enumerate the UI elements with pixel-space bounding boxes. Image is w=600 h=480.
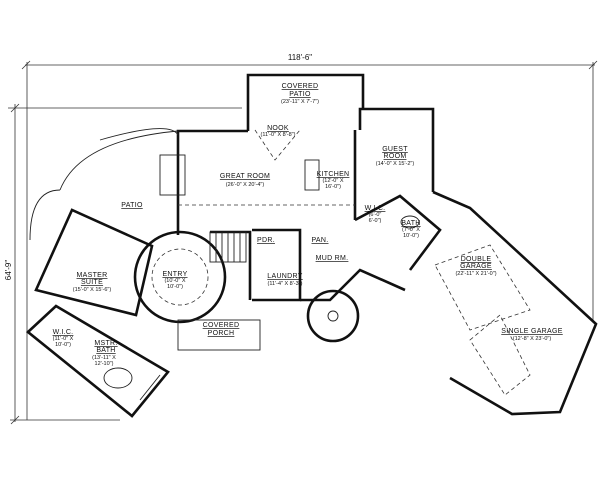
room-covered-patio: COVERED PATIO (23'-11" X 7'-7"): [281, 83, 319, 105]
room-bath: BATH (7'-0" X 10'-0"): [401, 220, 420, 239]
svg-text:(11'-0" X 8'-8"): (11'-0" X 8'-8"): [261, 132, 296, 138]
interior-lines: [29, 128, 531, 401]
svg-text:(10'-0" X: (10'-0" X: [164, 278, 185, 284]
svg-text:(11'-4" X 8'-3"): (11'-4" X 8'-3"): [268, 281, 303, 287]
svg-text:ENTRY: ENTRY: [162, 271, 187, 278]
svg-text:(26'-0" X 20'-4"): (26'-0" X 20'-4"): [226, 182, 265, 188]
svg-text:COVERED: COVERED: [282, 83, 319, 90]
svg-text:(22'-11" X 21'-0"): (22'-11" X 21'-0"): [455, 271, 496, 277]
svg-text:W.I.C.: W.I.C.: [365, 205, 386, 212]
room-pantry: PAN.: [311, 237, 328, 244]
dimension-lines: [8, 60, 598, 425]
room-entry: ENTRY (10'-0" X 10'-0"): [162, 271, 187, 290]
svg-text:12'-10"): 12'-10"): [95, 361, 114, 367]
svg-text:(23'-11" X 7'-7"): (23'-11" X 7'-7"): [281, 99, 319, 105]
svg-text:LAUNDRY: LAUNDRY: [267, 273, 302, 280]
svg-text:(14'-0" X 15'-2"): (14'-0" X 15'-2"): [376, 161, 415, 167]
room-master-suite: MASTER SUITE (15'-0" X 15'-6"): [73, 272, 112, 293]
svg-text:SINGLE GARAGE: SINGLE GARAGE: [501, 328, 563, 335]
svg-text:(12'-0" X: (12'-0" X: [322, 178, 343, 184]
svg-text:NOOK: NOOK: [267, 125, 289, 132]
svg-text:(6'-0": (6'-0": [369, 212, 382, 218]
svg-text:10'-0"): 10'-0"): [55, 342, 71, 348]
svg-text:16'-0"): 16'-0"): [325, 184, 341, 190]
svg-text:COVERED: COVERED: [203, 322, 240, 329]
room-mud-room: MUD RM.: [316, 255, 349, 262]
svg-text:SUITE: SUITE: [81, 279, 103, 286]
room-wic-master: W.I.C. (11'-0" X 10'-0"): [53, 329, 74, 348]
room-guest-room: GUEST ROOM (14'-0" X 15'-2"): [376, 146, 415, 167]
svg-text:GUEST: GUEST: [382, 146, 408, 153]
svg-text:(7'-0" X: (7'-0" X: [402, 227, 420, 233]
svg-text:PATIO: PATIO: [121, 202, 143, 209]
room-covered-porch: COVERED PORCH: [203, 322, 240, 337]
room-single-garage: SINGLE GARAGE (12'-8" X 23'-0"): [501, 328, 563, 342]
svg-text:(13'-11" X: (13'-11" X: [92, 355, 116, 361]
room-laundry: LAUNDRY (11'-4" X 8'-3"): [267, 273, 302, 287]
svg-text:PORCH: PORCH: [208, 330, 235, 337]
svg-text:GARAGE: GARAGE: [460, 263, 492, 270]
svg-text:10'-0"): 10'-0"): [403, 233, 419, 239]
svg-text:DOUBLE: DOUBLE: [461, 256, 492, 263]
depth-dimension: 64'-9": [4, 260, 13, 281]
svg-text:6'-0"): 6'-0"): [369, 218, 382, 224]
svg-text:10'-0"): 10'-0"): [167, 284, 183, 290]
room-master-bath: MSTR. BATH (13'-11" X 12'-10"): [92, 340, 117, 367]
room-kitchen: KITCHEN (12'-0" X 16'-0"): [317, 171, 350, 190]
room-nook: NOOK (11'-0" X 8'-8"): [261, 125, 296, 138]
room-great-room: GREAT ROOM (26'-0" X 20'-4"): [220, 173, 270, 188]
svg-text:MASTER: MASTER: [77, 272, 108, 279]
room-wic-guest: W.I.C. (6'-0" 6'-0"): [365, 205, 386, 224]
svg-text:ROOM: ROOM: [384, 153, 407, 160]
svg-text:PATIO: PATIO: [289, 91, 311, 98]
svg-text:(15'-0" X 15'-6"): (15'-0" X 15'-6"): [73, 287, 112, 293]
svg-text:BATH: BATH: [401, 220, 420, 227]
svg-text:W.I.C.: W.I.C.: [53, 329, 74, 336]
svg-text:BATH: BATH: [96, 347, 115, 354]
svg-text:(12'-8" X 23'-0"): (12'-8" X 23'-0"): [513, 336, 552, 342]
svg-text:MSTR.: MSTR.: [94, 340, 117, 347]
svg-text:(11'-0" X: (11'-0" X: [53, 336, 74, 342]
room-patio: PATIO: [121, 202, 143, 209]
svg-text:GREAT ROOM: GREAT ROOM: [220, 173, 270, 180]
svg-text:KITCHEN: KITCHEN: [317, 171, 350, 178]
room-double-garage: DOUBLE GARAGE (22'-11" X 21'-0"): [455, 256, 496, 277]
room-powder: PDR.: [257, 237, 275, 244]
width-dimension: 118'-6": [288, 53, 312, 62]
